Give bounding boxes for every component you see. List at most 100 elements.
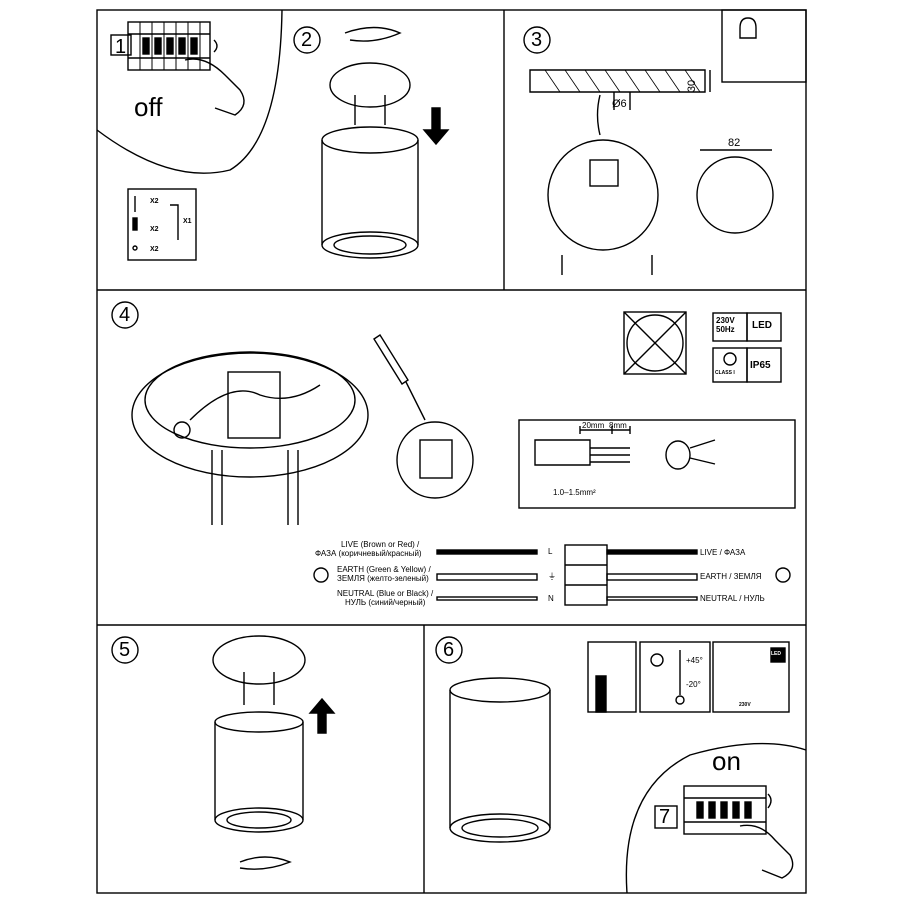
step3-number: 3 xyxy=(531,29,543,51)
step2-number: 2 xyxy=(301,29,313,51)
live-label-2: ФАЗА (коричневый/красный) xyxy=(315,549,422,558)
washer-icon xyxy=(132,245,138,251)
strip-length-2: 8mm xyxy=(609,421,627,430)
cable-sheath xyxy=(534,439,591,466)
thermometer-icon xyxy=(675,695,685,705)
screw-qty: X2 xyxy=(150,198,159,205)
voltage-label: 230V 50Hz xyxy=(716,316,735,334)
terminal-block xyxy=(589,159,619,187)
neutral-label-right: NEUTRAL / НУЛЬ xyxy=(700,594,765,603)
live-wire-right xyxy=(606,549,698,555)
mount-plate-large xyxy=(131,352,369,478)
step4-badge xyxy=(111,301,139,329)
temp-min: -20° xyxy=(686,680,701,689)
wall-distance-box xyxy=(587,641,637,713)
step1-inset-circle xyxy=(96,9,283,174)
arrow-up-icon xyxy=(308,697,336,734)
live-wire-left xyxy=(436,549,538,555)
ceiling-section xyxy=(529,69,706,93)
terminal-block-on xyxy=(683,785,767,835)
step7-number: 7 xyxy=(659,806,671,828)
terminal-N: N xyxy=(548,594,554,603)
hand-on-icon xyxy=(739,824,794,879)
step3-badge xyxy=(523,26,551,54)
temperature-box xyxy=(639,641,711,713)
hole-dimension: Ø6 xyxy=(612,98,627,110)
class-label: CLASS I xyxy=(715,370,735,376)
earth-label-1: EARTH (Green & Yellow) / xyxy=(337,565,431,574)
no-insulation-box xyxy=(623,311,687,375)
washer-qty: X2 xyxy=(150,246,159,253)
on-label: on xyxy=(712,746,741,776)
detail-circle xyxy=(396,421,474,499)
led-badge xyxy=(746,312,782,342)
sun-icon xyxy=(650,653,664,667)
lamp-body xyxy=(214,807,304,833)
cross-section: 1.0–1.5mm² xyxy=(553,488,596,497)
neutral-label-2: НУЛЬ (синий/черный) xyxy=(345,598,426,607)
step6-number: 6 xyxy=(443,639,455,661)
wall-plug-icon xyxy=(132,217,138,231)
step7-inset-circle xyxy=(625,742,807,894)
depth-dimension: 30 xyxy=(686,79,699,93)
off-label: off xyxy=(134,92,163,122)
screwdriver-icon xyxy=(373,334,409,385)
earth-label-2: ЗЕМЛЯ (желто-зеленый) xyxy=(337,574,429,583)
earth-icon-left xyxy=(313,567,329,583)
earth-wire-right xyxy=(606,573,698,581)
terminal-L: L xyxy=(548,547,553,556)
connector-block xyxy=(564,544,608,606)
led-small: LED xyxy=(771,651,781,657)
led-info-box xyxy=(712,641,790,713)
rotate-arrow-icon xyxy=(213,39,218,53)
earth-screw xyxy=(173,421,191,439)
ip-label: IP65 xyxy=(750,360,771,371)
wire xyxy=(189,384,321,421)
ceiling-plate xyxy=(329,62,411,108)
led-label: LED xyxy=(752,320,772,331)
step1-badge xyxy=(110,34,132,56)
step7-badge xyxy=(654,805,678,829)
neutral-wire-left xyxy=(436,596,538,601)
voltage-small: 230V xyxy=(739,702,751,708)
mount-plate xyxy=(547,139,659,251)
wire-strip-box xyxy=(518,419,796,509)
spacing-dimension: 82 xyxy=(728,137,741,149)
step4-number: 4 xyxy=(119,304,131,326)
earth-label-right: EARTH / ЗЕМЛЯ xyxy=(700,572,762,581)
rotate-arrow-icon xyxy=(239,856,292,870)
ip-badge xyxy=(746,347,782,383)
rotate-arrow-icon xyxy=(344,26,402,42)
step5-badge xyxy=(111,636,139,664)
cable xyxy=(596,94,601,136)
temp-max: +45° xyxy=(686,656,703,665)
parts-box xyxy=(127,188,197,261)
live-label-right: LIVE / ФАЗА xyxy=(700,548,746,557)
terminal-block-off xyxy=(127,21,211,71)
ceiling-plate xyxy=(212,635,306,685)
step2-badge xyxy=(293,26,321,54)
lamp-installed xyxy=(449,813,551,843)
live-label-1: LIVE (Brown or Red) / xyxy=(341,540,420,549)
earth-icon-right xyxy=(775,567,791,583)
hand-off-icon xyxy=(184,58,245,116)
step5-number: 5 xyxy=(119,639,131,661)
arrow-down-icon xyxy=(422,107,450,146)
step1-number: 1 xyxy=(115,36,127,58)
earth-wire-left xyxy=(436,573,538,581)
terminal-detail xyxy=(419,439,453,479)
hex-key-icon xyxy=(170,204,179,240)
plug-qty: X2 xyxy=(150,226,159,233)
page-frame xyxy=(96,9,807,894)
bulb-icon xyxy=(739,17,757,39)
strip-length-1: 20mm xyxy=(582,421,605,430)
rotate-arrow-icon xyxy=(767,793,772,809)
hole-template xyxy=(696,156,774,234)
lamp-body xyxy=(321,231,419,259)
neutral-label-1: NEUTRAL (Blue or Black) / xyxy=(337,589,434,598)
terminal-block-large xyxy=(227,371,281,439)
key-qty: X1 xyxy=(183,218,192,225)
neutral-wire-right xyxy=(606,596,698,601)
bulb-box xyxy=(721,9,807,83)
